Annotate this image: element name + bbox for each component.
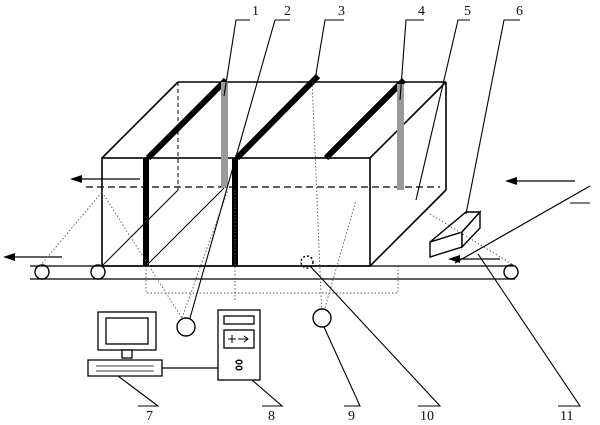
leader-lines [117,19,582,407]
controller-switch-icon [228,335,249,343]
conveyor-roller-left-1 [34,264,50,280]
controller-led-1 [235,359,243,365]
flow-arrows [3,175,575,263]
arrow-in-top-head [505,177,517,185]
conveyor-roller-right [503,264,519,280]
monitor-screen [105,317,149,345]
fov-camera-right [321,199,357,319]
arrow-out-bottom-head [3,253,15,261]
conveyor [30,185,591,280]
plate-1-bottom [145,187,225,267]
label-3: 3 [338,4,345,19]
fov-left-line [101,191,183,319]
gray-bar-left [221,82,228,188]
chamber-box [101,81,447,267]
plate-1-top [145,77,229,161]
leader-6 [465,19,520,215]
divider-plates [143,73,407,267]
monitor-stand [121,349,133,359]
chamber-top-right-edge [369,81,447,159]
label-4: 4 [418,4,425,19]
controller-unit [162,309,261,381]
label-9: 9 [348,409,355,424]
label-8: 8 [268,409,275,424]
controller-slot [223,315,255,325]
detector-point [300,255,314,269]
fov-right-outer [429,213,516,267]
leader-1 [223,19,250,97]
arrow-in-bottom-head [448,255,460,263]
chamber-bottom-right-edge [369,189,447,267]
gray-bars [221,82,404,190]
label-2: 2 [284,4,291,19]
fov-camera-right-2 [311,79,323,319]
chamber-top-left-edge [101,81,179,159]
label-5: 5 [464,4,471,19]
leader-2 [189,19,290,319]
leader-7 [117,375,160,407]
camera-left [176,317,196,337]
leader-4 [399,19,424,101]
keyboard [87,359,163,377]
label-10: 10 [420,409,434,424]
controller-led-2 [235,365,243,371]
leader-10 [309,265,442,407]
label-11: 11 [560,409,573,424]
gray-bar-right [397,84,404,190]
plate-2-top [234,73,321,161]
camera-right [312,308,332,328]
incoming-belt [454,185,591,264]
conveyor-roller-left-2 [90,264,106,280]
computer [87,311,163,377]
cameras [176,255,332,337]
leader-8 [251,379,284,407]
leader-3 [314,19,344,81]
leader-11 [477,253,582,407]
label-1: 1 [252,4,259,19]
labels: 1 2 3 4 5 6 7 8 9 10 11 [146,4,573,424]
label-7: 7 [146,409,153,424]
sample-block [429,210,482,258]
label-6: 6 [516,4,523,19]
arrow-out-top-head [70,175,82,183]
sample-block-side [461,210,481,249]
fov-left-outer [39,191,103,267]
plate-3-top [323,77,407,161]
chamber-hidden-floor [101,189,179,267]
leader-9 [323,326,361,407]
leader-5 [415,19,470,201]
